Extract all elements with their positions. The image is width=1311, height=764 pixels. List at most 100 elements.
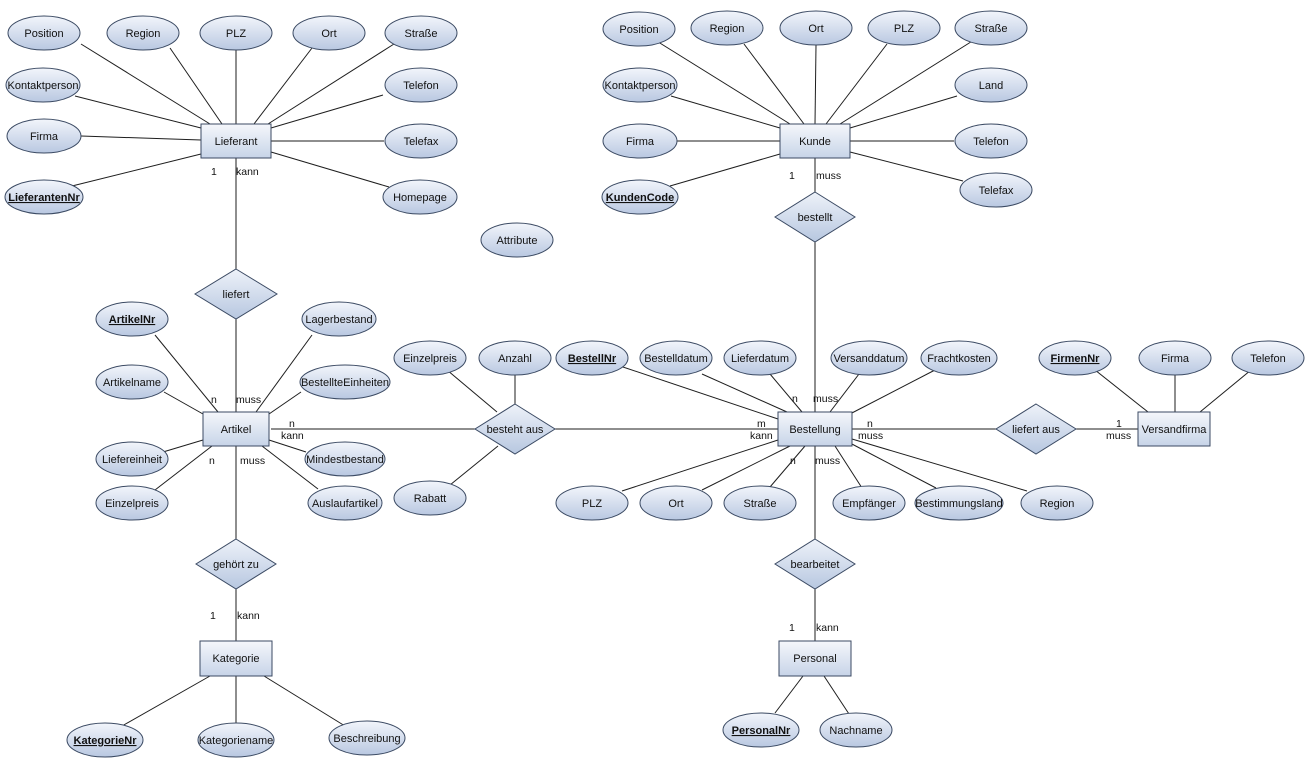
attribute-art-lagerbestand[interactable]: Lagerbestand — [301, 301, 377, 337]
cardinality-label: n — [792, 393, 798, 405]
attribute-lief-strasse[interactable]: Straße — [384, 15, 458, 51]
attribute-label: Auslaufartikel — [312, 498, 378, 510]
attribute-best-ort[interactable]: Ort — [639, 485, 713, 521]
attribute-kunde-land[interactable]: Land — [954, 67, 1028, 103]
attribute-art-mindest[interactable]: Mindestbestand — [304, 441, 386, 477]
attribute-label: Empfänger — [842, 498, 896, 510]
attribute-lief-region[interactable]: Region — [106, 15, 180, 51]
attribute-lief-nr[interactable]: LieferantenNr — [4, 179, 84, 215]
cardinality-label: muss — [813, 393, 838, 405]
attribute-lief-position[interactable]: Position — [7, 15, 81, 51]
attribute-ba-rabatt[interactable]: Rabatt — [393, 480, 467, 516]
attribute-ba-anzahl[interactable]: Anzahl — [478, 340, 552, 376]
attribute-label: Firma — [626, 136, 655, 148]
attribute-kunde-firma[interactable]: Firma — [602, 123, 678, 159]
attribute-lief-homepage[interactable]: Homepage — [382, 179, 458, 215]
attribute-label: LieferantenNr — [8, 192, 80, 204]
attribute-label: KategorieNr — [74, 735, 138, 747]
attribute-best-bestelldatum[interactable]: Bestelldatum — [639, 340, 713, 376]
attribute-best-bestimmungsland[interactable]: Bestimmungsland — [914, 485, 1004, 521]
attribute-best-lieferdatum[interactable]: Lieferdatum — [723, 340, 797, 376]
edge — [743, 43, 805, 125]
attribute-ba-einzelpreis[interactable]: Einzelpreis — [393, 340, 467, 376]
relationship-bestellt[interactable]: bestellt — [774, 191, 856, 243]
cardinality-label: muss — [1106, 430, 1131, 442]
edge — [670, 95, 781, 129]
attribute-lief-ort[interactable]: Ort — [292, 15, 366, 51]
attribute-vf-telefon[interactable]: Telefon — [1231, 340, 1305, 376]
attribute-kunde-plz[interactable]: PLZ — [867, 10, 941, 46]
cardinality-label: kann — [236, 166, 259, 178]
attribute-kat-nr[interactable]: KategorieNr — [66, 722, 144, 758]
attribute-lief-telefax[interactable]: Telefax — [384, 123, 458, 159]
attribute-kunde-ort[interactable]: Ort — [779, 10, 853, 46]
attribute-lief-telefon[interactable]: Telefon — [384, 67, 458, 103]
attribute-label: PLZ — [894, 23, 914, 35]
cardinality-label: 1 — [789, 170, 795, 182]
attribute-pers-nr[interactable]: PersonalNr — [722, 712, 800, 748]
entity-personal[interactable]: Personal — [778, 640, 852, 677]
attribute-kat-name[interactable]: Kategoriename — [197, 722, 275, 758]
attribute-kat-beschreibung[interactable]: Beschreibung — [328, 720, 406, 756]
edge — [814, 44, 817, 125]
cardinality-label: n — [867, 418, 873, 430]
attribute-art-einzelpreis[interactable]: Einzelpreis — [95, 485, 169, 521]
attribute-kunde-telefax[interactable]: Telefax — [959, 172, 1033, 208]
attribute-free[interactable]: Attribute — [480, 222, 554, 258]
connections — [71, 39, 1252, 727]
attribute-best-region[interactable]: Region — [1020, 485, 1094, 521]
edge — [669, 153, 781, 187]
attribute-art-liefereinheit[interactable]: Liefereinheit — [95, 441, 169, 477]
attribute-vf-nr[interactable]: FirmenNr — [1038, 340, 1112, 376]
relationship-label: gehört zu — [213, 559, 259, 571]
relationship-liefert-aus[interactable]: liefert aus — [995, 403, 1077, 455]
attribute-label: Straße — [974, 23, 1007, 35]
attribute-best-plz[interactable]: PLZ — [555, 485, 629, 521]
attribute-art-name[interactable]: Artikelname — [95, 364, 169, 400]
attribute-kunde-region[interactable]: Region — [690, 10, 764, 46]
attribute-label: Mindestbestand — [306, 454, 384, 466]
cardinality-label: kann — [816, 622, 839, 634]
relationship-bearbeitet[interactable]: bearbeitet — [774, 538, 856, 590]
entity-kunde[interactable]: Kunde — [779, 123, 851, 159]
attributes: Position Region PLZ Ort Straße Kontaktpe… — [4, 10, 1305, 758]
cardinality-label: 1 — [211, 166, 217, 178]
entity-artikel[interactable]: Artikel — [202, 411, 270, 447]
relationship-label: bestellt — [798, 212, 833, 224]
attribute-art-auslauf[interactable]: Auslaufartikel — [307, 485, 383, 521]
attribute-art-bestellte[interactable]: BestellteEinheiten — [299, 364, 391, 400]
attribute-kunde-telefon[interactable]: Telefon — [954, 123, 1028, 159]
attribute-pers-nachname[interactable]: Nachname — [819, 712, 893, 748]
attribute-art-nr[interactable]: ArtikelNr — [95, 301, 169, 337]
attribute-best-nr[interactable]: BestellNr — [555, 340, 629, 376]
attribute-kunde-strasse[interactable]: Straße — [954, 10, 1028, 46]
entity-bestellung[interactable]: Bestellung — [777, 411, 853, 447]
attribute-best-frachtkosten[interactable]: Frachtkosten — [920, 340, 998, 376]
entity-label: Kunde — [799, 136, 831, 148]
attribute-lief-plz[interactable]: PLZ — [199, 15, 273, 51]
relationship-besteht-aus[interactable]: besteht aus — [474, 403, 556, 455]
attribute-label: Rabatt — [414, 493, 446, 505]
cardinality-label: muss — [236, 394, 261, 406]
relationship-liefert[interactable]: liefert — [194, 268, 278, 320]
attribute-lief-firma[interactable]: Firma — [6, 118, 82, 154]
attribute-label: Telefon — [973, 136, 1008, 148]
attribute-label: Nachname — [829, 725, 882, 737]
attribute-kunde-code[interactable]: KundenCode — [601, 179, 679, 215]
attribute-label: Straße — [743, 498, 776, 510]
attribute-kunde-kontaktperson[interactable]: Kontaktperson — [602, 67, 678, 103]
entity-lieferant[interactable]: Lieferant — [200, 123, 272, 159]
edge — [839, 39, 975, 125]
attribute-vf-firma[interactable]: Firma — [1138, 340, 1212, 376]
attribute-label: ArtikelNr — [109, 314, 156, 326]
attribute-best-empfaenger[interactable]: Empfänger — [832, 485, 906, 521]
attribute-best-strasse[interactable]: Straße — [723, 485, 797, 521]
entity-versandfirma[interactable]: Versandfirma — [1137, 411, 1211, 447]
entity-label: Kategorie — [212, 653, 259, 665]
relationship-gehoert-zu[interactable]: gehört zu — [195, 538, 277, 590]
attribute-best-versanddatum[interactable]: Versanddatum — [830, 340, 908, 376]
entity-kategorie[interactable]: Kategorie — [199, 640, 273, 677]
attribute-kunde-position[interactable]: Position — [602, 11, 676, 47]
attribute-lief-kontaktperson[interactable]: Kontaktperson — [5, 67, 81, 103]
attribute-label: FirmenNr — [1051, 353, 1101, 365]
